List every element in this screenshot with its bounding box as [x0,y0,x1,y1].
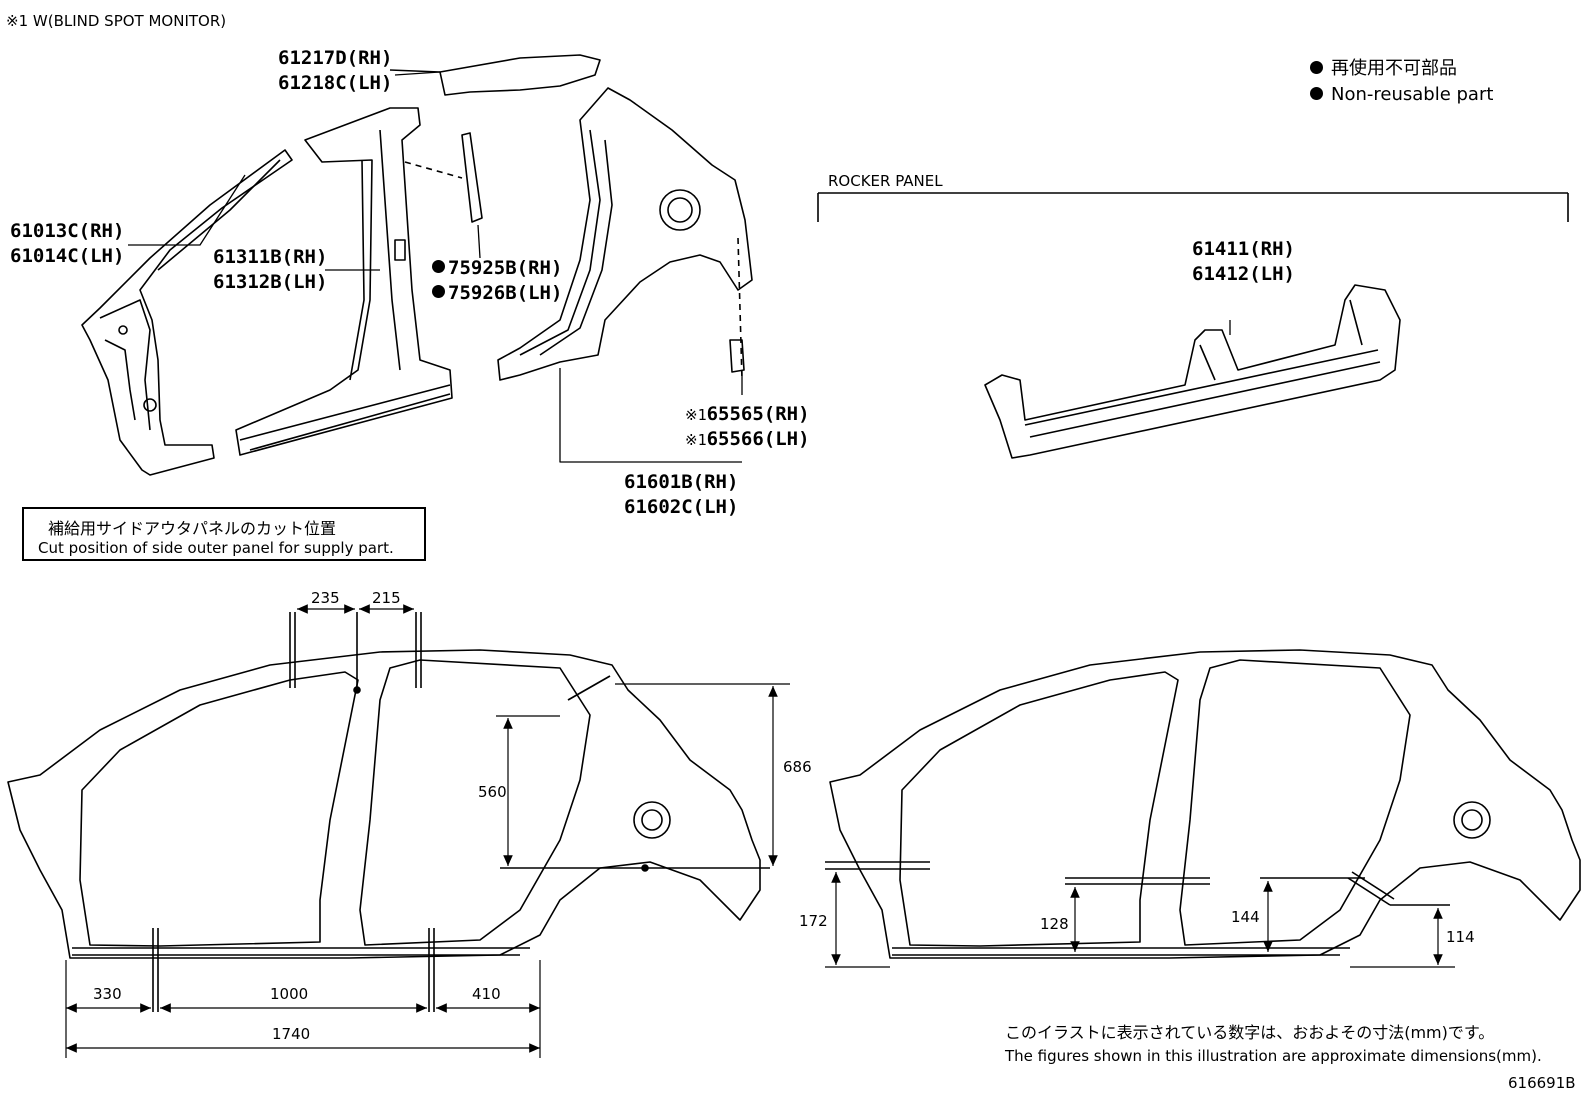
part-75925b-text: 75925B(RH) [448,257,563,279]
part-75926b: 75926B(LH) [432,284,562,303]
footer-note-en: The figures shown in this illustration a… [1005,1047,1542,1065]
rocker-cut-drawing [825,649,1581,959]
footer-note-jp: このイラストに表示されている数字は、おおよその寸法(mm)です。 [1005,1023,1495,1042]
part-61014c: 61014C(LH) [10,245,125,267]
dim-330: 330 [93,985,122,1003]
part-75926b-text: 75926B(LH) [448,282,563,304]
dim-1000: 1000 [270,985,309,1003]
dim-560: 560 [478,783,507,801]
cut-position-caption-box: 補給用サイドアウタパネルのカット位置 Cut position of side … [22,507,426,561]
non-reusable-icon [432,260,445,273]
dim-144: 144 [1231,908,1260,926]
dim-128: 128 [1040,915,1069,933]
part-61311b: 61311B(RH) [213,246,328,268]
part-65565-text: 65565(RH) [706,403,810,425]
rocker-panel-label: ROCKER PANEL [828,172,943,190]
dim-235: 235 [311,589,340,607]
dim-686: 686 [783,758,812,776]
quarter-panel-drawing [497,87,753,381]
dimension-lines [65,604,1455,1058]
legend-en: Non-reusable part [1310,86,1493,104]
part-61217d: 61217D(RH) [278,47,393,69]
dim-114: 114 [1446,928,1475,946]
part-61312b: 61312B(LH) [213,271,328,293]
roof-rail-drawing [389,54,601,96]
bullet-icon [1310,86,1323,100]
legend-jp: 再使用不可部品 [1310,60,1457,78]
part-65566-text: 65566(LH) [706,428,810,450]
part-61601b: 61601B(RH) [624,471,739,493]
center-pillar-drawing [235,107,453,456]
header-note: ※1 W(BLIND SPOT MONITOR) [6,12,227,30]
leader-lines [128,71,1231,463]
side-panel-cut-drawing [7,612,770,1012]
part-65565: ※165565(RH) [685,405,810,424]
dim-172: 172 [799,912,828,930]
part-61412: 61412(LH) [1192,263,1295,285]
illustration-code: 616691B [1508,1074,1576,1092]
dim-215: 215 [372,589,401,607]
pillar-garnish-drawing [404,132,483,223]
legend-en-text: Non-reusable part [1331,84,1494,105]
front-pillar-drawing [81,149,293,476]
part-61013c: 61013C(RH) [10,220,125,242]
rocker-panel-drawing [817,192,1569,459]
note-mark: ※1 [685,431,707,449]
dim-410: 410 [472,985,501,1003]
part-61218c: 61218C(LH) [278,72,393,94]
bullet-icon [1310,60,1323,74]
part-65566: ※165566(LH) [685,430,810,449]
part-61411: 61411(RH) [1192,238,1295,260]
note-mark: ※1 [685,406,707,424]
cut-caption-en: Cut position of side outer panel for sup… [38,539,394,557]
dim-1740: 1740 [272,1025,311,1043]
non-reusable-icon [432,285,445,298]
cut-caption-jp: 補給用サイドアウタパネルのカット位置 [48,519,337,538]
part-75925b: 75925B(RH) [432,259,562,278]
legend-jp-text: 再使用不可部品 [1331,58,1457,79]
part-61602c: 61602C(LH) [624,496,739,518]
